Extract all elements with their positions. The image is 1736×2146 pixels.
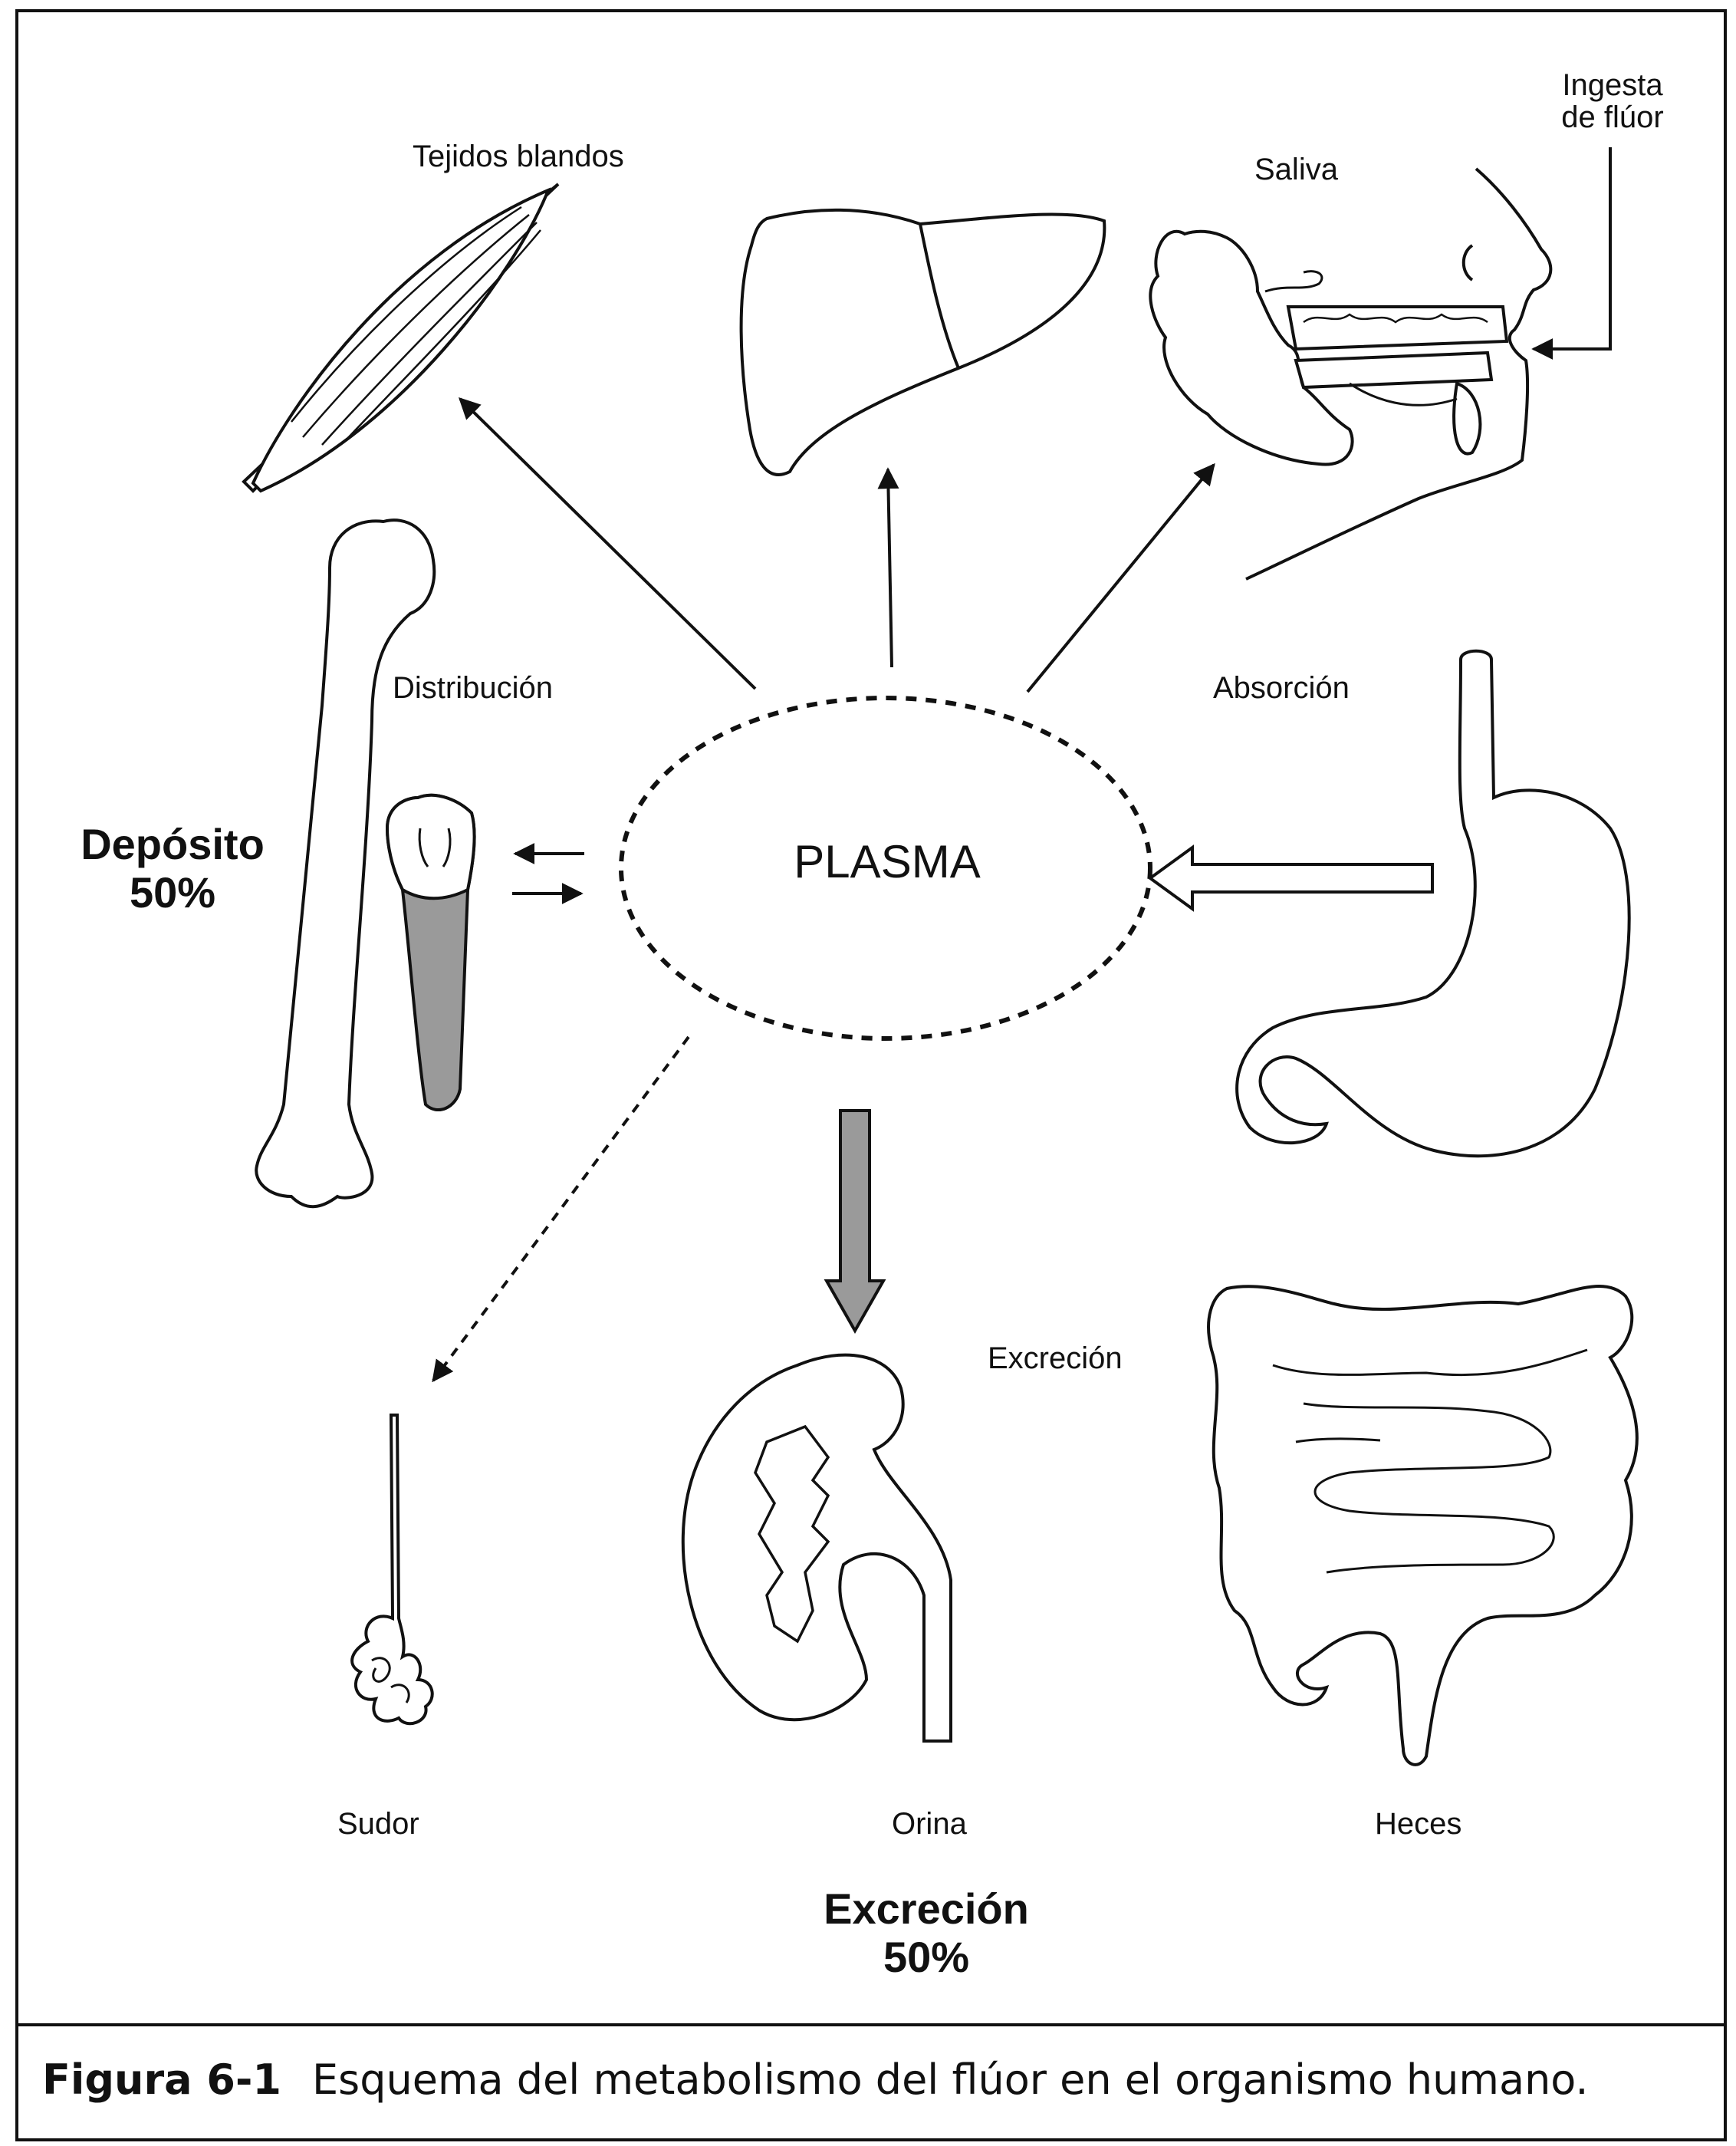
label-ingesta-line1: Ingesta xyxy=(1561,69,1663,101)
label-excrecion-total-line2: 50% xyxy=(824,1934,1029,1982)
absorption-arrow xyxy=(1150,848,1432,909)
figure-number: Figura 6-1 xyxy=(42,2055,281,2104)
label-ingesta: Ingesta de flúor xyxy=(1561,69,1663,133)
label-sudor: Sudor xyxy=(337,1808,419,1840)
label-absorcion: Absorción xyxy=(1213,672,1350,704)
label-deposito: Depósito 50% xyxy=(81,821,265,917)
label-distribucion: Distribución xyxy=(393,672,553,704)
arrow-intake xyxy=(1534,147,1610,349)
label-saliva: Saliva xyxy=(1254,153,1338,186)
figure-caption: Figura 6-1 Esquema del metabolismo del fl… xyxy=(42,2055,1589,2104)
stomach-illustration xyxy=(1237,651,1629,1156)
label-orina: Orina xyxy=(892,1808,967,1840)
tooth-illustration xyxy=(387,795,475,1110)
label-deposito-line1: Depósito xyxy=(81,821,265,869)
head-saliva-illustration xyxy=(1150,169,1550,579)
arrow-to-soft-tissue xyxy=(460,399,755,689)
arrow-to-sweat xyxy=(433,1037,689,1381)
label-plasma: PLASMA xyxy=(794,838,980,886)
kidney-illustration xyxy=(683,1355,951,1741)
sweat-gland-illustration xyxy=(352,1415,432,1723)
arrow-to-saliva xyxy=(1027,465,1214,692)
liver-illustration xyxy=(741,210,1105,475)
label-excrecion-total-line1: Excreción xyxy=(824,1885,1029,1934)
figure-caption-text: Esquema del metabolismo del flúor en el … xyxy=(312,2055,1589,2104)
label-tejidos-blandos: Tejidos blandos xyxy=(413,140,624,173)
label-heces: Heces xyxy=(1375,1808,1461,1840)
label-deposito-line2: 50% xyxy=(81,869,265,917)
intestine-illustration xyxy=(1208,1286,1637,1765)
arrow-to-liver xyxy=(888,469,892,667)
label-ingesta-line2: de flúor xyxy=(1561,101,1663,133)
label-excrecion-total: Excreción 50% xyxy=(824,1885,1029,1981)
muscle-illustration xyxy=(244,184,558,491)
excretion-arrow xyxy=(827,1111,883,1331)
label-excrecion: Excreción xyxy=(988,1342,1123,1374)
